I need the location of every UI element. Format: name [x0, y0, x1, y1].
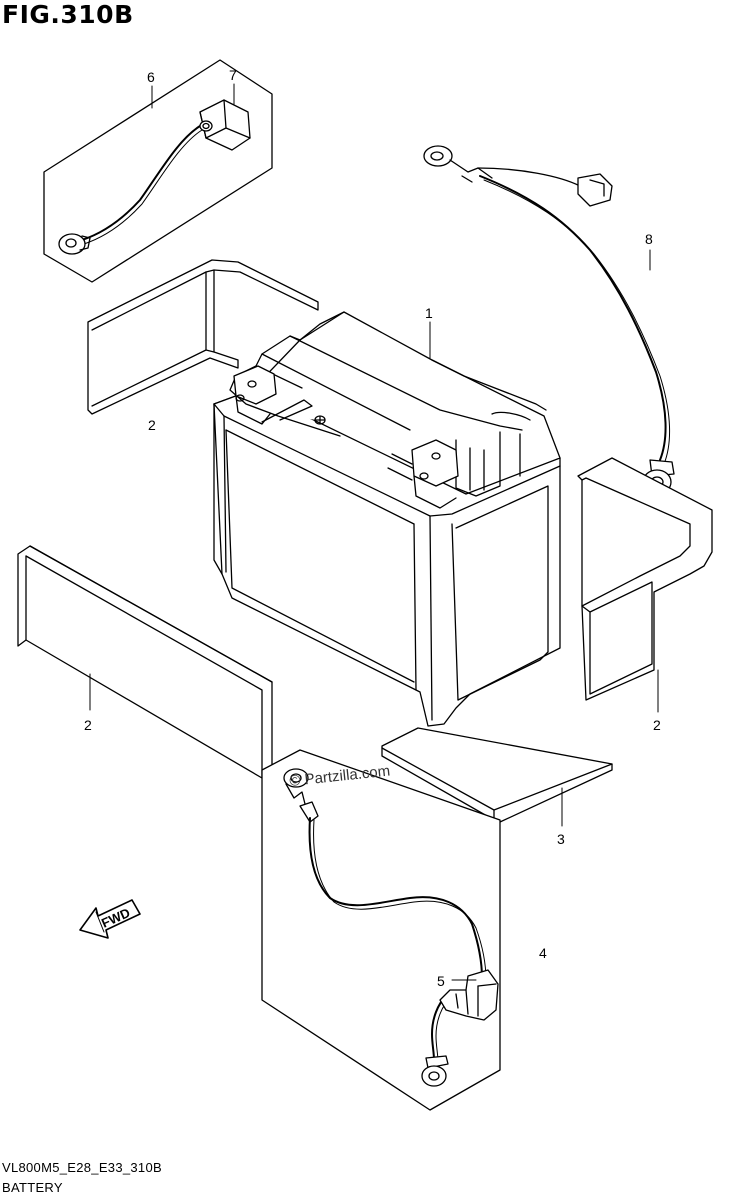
part-4-cable[interactable] — [283, 768, 487, 1087]
fwd-label: FWD — [99, 905, 132, 931]
part-1-battery[interactable] — [213, 311, 561, 727]
part-7-connector[interactable] — [199, 99, 251, 151]
part-8-cable[interactable] — [423, 145, 675, 495]
footer-model-code: VL800M5_E28_E33_310B — [2, 1160, 162, 1175]
callout-7: 7 — [229, 67, 237, 83]
callout-8: 8 — [645, 231, 653, 247]
callout-3: 3 — [557, 831, 565, 847]
callout-2-upper-left: 2 — [148, 417, 156, 433]
callout-4: 4 — [539, 945, 547, 961]
part-2-right-pad[interactable] — [577, 457, 713, 701]
callout-2-right: 2 — [653, 717, 661, 733]
part-5-terminal-cap[interactable] — [439, 969, 499, 1021]
part-6-cable[interactable] — [58, 125, 203, 255]
callout-6: 6 — [147, 69, 155, 85]
part-3-tray-pad[interactable] — [381, 727, 613, 823]
figure-title: FIG.310B — [2, 0, 134, 29]
footer-section-name: BATTERY — [2, 1180, 63, 1195]
part-4-panel — [261, 749, 501, 1111]
fwd-arrow-icon: FWD — [79, 899, 141, 939]
leader-lines — [89, 83, 659, 981]
callout-1: 1 — [425, 305, 433, 321]
part-2-upper-left-pad[interactable] — [87, 259, 319, 415]
callout-2-lower-left: 2 — [84, 717, 92, 733]
callout-5: 5 — [437, 973, 445, 989]
